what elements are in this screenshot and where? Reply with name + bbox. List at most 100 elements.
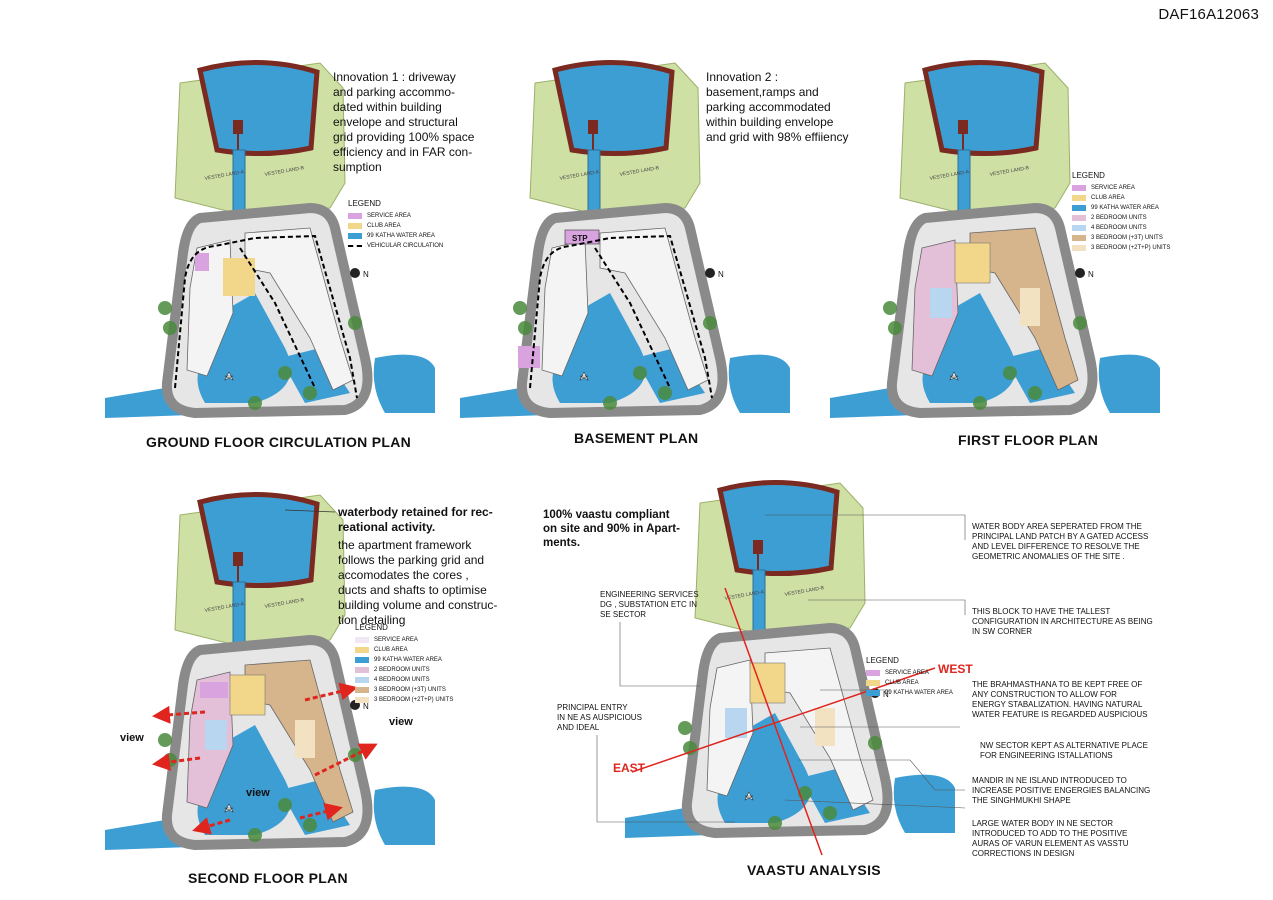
tree [1003, 366, 1017, 380]
legend-swatch [355, 647, 369, 653]
legend-item: 3 BEDROOM (+3T) UNITS [355, 686, 485, 694]
note-line: 100% vaastu compliant [543, 509, 670, 521]
service-block [518, 346, 540, 368]
note-line: and parking accommo- [333, 85, 456, 99]
note-line: CORRECTIONS IN DESIGN [972, 849, 1075, 858]
note-line: grid providing 100% space [333, 130, 475, 144]
note-line: efficiency and in FAR con- [333, 145, 473, 159]
pond-pavilion [588, 120, 598, 134]
service-block [200, 682, 228, 698]
note-line: parking accommodated [706, 100, 831, 114]
vehicular-circulation-path [174, 234, 358, 399]
view-label: view [389, 716, 413, 728]
view-arrow [299, 802, 343, 821]
tree [883, 301, 897, 315]
tree [518, 321, 532, 335]
vaastu-note-tallest-block: THIS BLOCK TO HAVE THE TALLEST CONFIGURA… [972, 607, 1153, 637]
legend-label: 3 BEDROOM (+2T+P) UNITS [374, 697, 454, 703]
mandir-icon [224, 371, 234, 381]
legend-item: VEHICULAR CIRCULATION [348, 242, 478, 250]
north-marker-icon [350, 268, 360, 278]
service-block [195, 253, 209, 271]
note-line: sumption [333, 160, 382, 174]
legend-swatch [355, 677, 369, 683]
legend-label: 4 BEDROOM UNITS [374, 677, 430, 683]
tree [678, 721, 692, 735]
legend-swatch [348, 213, 362, 219]
view-arrow [192, 817, 231, 835]
legend-title: LEGEND [866, 656, 899, 665]
note-line: building volume and construc- [338, 598, 498, 612]
vehicular-circulation-path [529, 234, 713, 399]
mandir-icon [579, 371, 589, 381]
note-line: PRINCIPAL ENTRY [557, 703, 628, 712]
vaastu-note-brahmasthana: THE BRAHMASTHANA TO BE KEPT FREE OF ANY … [972, 680, 1147, 720]
legend-item: 3 BEDROOM (+2T+P) UNITS [355, 696, 485, 704]
legend-label: 3 BEDROOM (+3T) UNITS [1091, 235, 1163, 241]
tree [163, 321, 177, 335]
note-line: AND LEVEL DIFFERENCE TO RESOLVE THE [972, 542, 1140, 551]
legend-label: CLUB AREA [374, 647, 408, 653]
note-line: basement,ramps and [706, 85, 819, 99]
vaastu-note-engineering: ENGINEERING SERVICES DG , SUBSTATION ETC… [600, 590, 699, 620]
legend-item: 2 BEDROOM UNITS [355, 666, 485, 674]
legend-swatch [348, 223, 362, 229]
tree [888, 321, 902, 335]
legend-item: CLUB AREA [355, 646, 485, 654]
tree [768, 816, 782, 830]
view-label: view [246, 787, 270, 799]
legend-label: SERVICE AREA [367, 213, 411, 219]
leader-line [284, 509, 336, 513]
direction-east-label: EAST [613, 761, 646, 775]
note-line: INTRODUCED TO ADD TO THE POSITIVE [972, 829, 1128, 838]
note-line: DG , SUBSTATION ETC IN [600, 600, 698, 609]
legend-label: CLUB AREA [1091, 195, 1125, 201]
note-line: GEOMETRIC ANOMALIES OF THE SITE . [972, 552, 1125, 561]
note-line: on site and 90% in Apart- [543, 523, 680, 535]
pond-pavilion [958, 120, 968, 134]
legend-swatch [866, 680, 880, 686]
vaastu-note-large-water: LARGE WATER BODY IN NE SECTOR INTRODUCED… [972, 819, 1128, 859]
view-label: view [120, 732, 144, 744]
three-bed-2tp-units [1020, 288, 1040, 326]
north-label: N [363, 270, 369, 279]
note-line: SE SECTOR [600, 610, 647, 619]
note-line: AND IDEAL [557, 723, 600, 732]
plan-title-basement: BASEMENT PLAN [574, 430, 699, 446]
note-line: WATER BODY AREA SEPERATED FROM THE [972, 522, 1142, 531]
vaastu-heading: 100% vaastu compliant on site and 90% in… [543, 508, 680, 550]
north-label: N [363, 702, 369, 711]
legend-swatch [348, 245, 362, 247]
note-line: within building envelope [706, 115, 834, 129]
legend-label: 2 BEDROOM UNITS [374, 667, 430, 673]
innovation-1-note: Innovation 1 : driveway and parking acco… [333, 70, 503, 175]
right-water-strip [373, 786, 435, 845]
club-block [749, 662, 786, 704]
legend-swatch [1072, 215, 1086, 221]
leader-line [784, 799, 966, 809]
legend-item: CLUB AREA [866, 679, 956, 687]
tree [603, 396, 617, 410]
tree [1073, 316, 1087, 330]
right-water-strip [728, 354, 790, 413]
leader-line [765, 514, 966, 540]
vaastu-note-mandir: MANDIR IN NE ISLAND INTRODUCED TO INCREA… [972, 776, 1150, 806]
legend-label: SERVICE AREA [374, 637, 418, 643]
legend-item: CLUB AREA [1072, 194, 1202, 202]
north-label: N [883, 690, 889, 699]
legend-item: 4 BEDROOM UNITS [1072, 224, 1202, 232]
note-line: the apartment framework [338, 538, 472, 552]
legend-item: SERVICE AREA [348, 212, 478, 220]
note-line: ANY CONSTRUCTION TO ALLOW FOR [972, 690, 1117, 699]
plan-title-first-floor: FIRST FLOOR PLAN [958, 432, 1099, 448]
leader-line [619, 622, 700, 687]
stp-label: STP [572, 234, 588, 243]
tree [633, 366, 647, 380]
legend-item: CLUB AREA [348, 222, 478, 230]
note-line: AURAS OF VARUN ELEMENT AS VASSTU [972, 839, 1129, 848]
legend-swatch [1072, 245, 1086, 251]
